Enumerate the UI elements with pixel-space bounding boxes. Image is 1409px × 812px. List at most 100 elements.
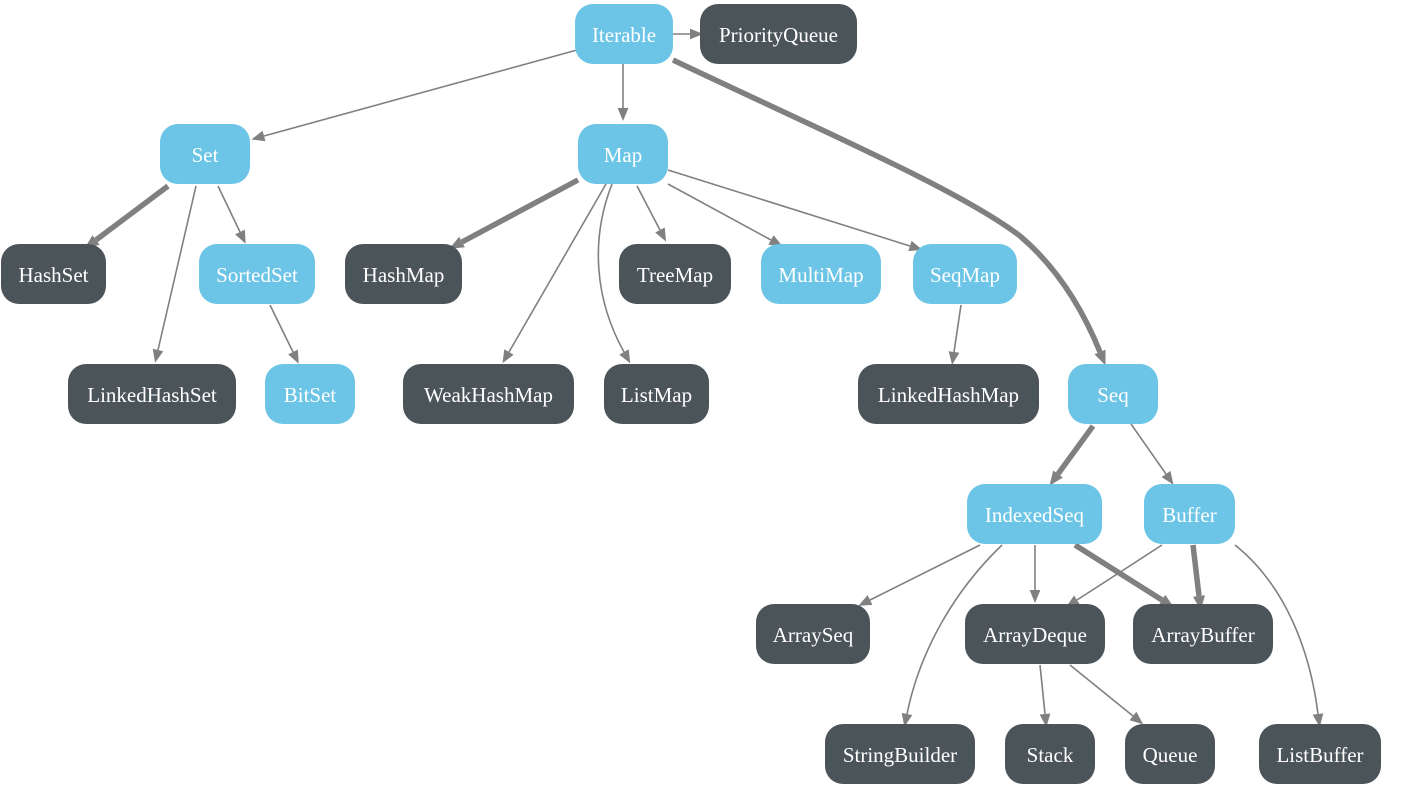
node-box bbox=[1068, 364, 1158, 424]
arrowhead bbox=[235, 229, 246, 244]
node-listmap: ListMap bbox=[604, 364, 709, 424]
node-box bbox=[199, 244, 315, 304]
node-queue: Queue bbox=[1125, 724, 1215, 784]
node-stringbuilder: StringBuilder bbox=[825, 724, 975, 784]
node-box bbox=[68, 364, 236, 424]
node-box bbox=[265, 364, 355, 424]
arrowhead bbox=[1029, 590, 1041, 604]
edge-line bbox=[671, 57, 1103, 354]
node-iterable: Iterable bbox=[575, 4, 673, 64]
node-label: WeakHashMap bbox=[424, 383, 553, 407]
node-box bbox=[1259, 724, 1381, 784]
arrowhead bbox=[1039, 713, 1051, 727]
node-box bbox=[604, 364, 709, 424]
node-arrayseq: ArraySeq bbox=[756, 604, 870, 664]
edge-set-to-hashset bbox=[84, 183, 170, 249]
node-label: Queue bbox=[1143, 743, 1198, 767]
edge-arraydeque-to-stack bbox=[1039, 664, 1051, 727]
arrowhead bbox=[288, 349, 299, 364]
node-label: ArrayBuffer bbox=[1151, 623, 1254, 647]
edge-line bbox=[869, 544, 981, 601]
edge-arraydeque-to-queue bbox=[1069, 664, 1144, 725]
edge-set-to-linkedhashset bbox=[152, 185, 197, 363]
node-box bbox=[575, 4, 673, 64]
node-linkedhashmap: LinkedHashMap bbox=[858, 364, 1039, 424]
edge-line bbox=[1055, 424, 1096, 476]
arrowhead bbox=[502, 349, 514, 364]
node-label: Iterable bbox=[592, 23, 656, 47]
node-box bbox=[1144, 484, 1235, 544]
arrowhead bbox=[449, 236, 465, 249]
edge-line bbox=[953, 304, 962, 353]
arrowhead bbox=[1129, 711, 1144, 725]
arrowhead bbox=[901, 712, 913, 727]
edge-line bbox=[1076, 544, 1163, 601]
node-label: PriorityQueue bbox=[719, 23, 838, 47]
node-label: Map bbox=[604, 143, 643, 167]
node-label: IndexedSeq bbox=[985, 503, 1085, 527]
edge-iterable-to-seq bbox=[671, 57, 1106, 366]
node-box bbox=[1133, 604, 1273, 664]
edge-line bbox=[263, 49, 578, 137]
edge-map-to-seqmap bbox=[667, 169, 923, 252]
node-weakhashmap: WeakHashMap bbox=[403, 364, 574, 424]
node-label: SeqMap bbox=[930, 263, 1000, 287]
node-priorityqueue: PriorityQueue bbox=[700, 4, 857, 64]
edge-sortedset-to-bitset bbox=[269, 304, 299, 364]
edge-seq-to-indexedseq bbox=[1049, 424, 1096, 486]
node-multimap: MultiMap bbox=[761, 244, 881, 304]
node-label: Stack bbox=[1027, 743, 1074, 767]
edge-line bbox=[1039, 664, 1046, 715]
node-seqmap: SeqMap bbox=[913, 244, 1017, 304]
edges-layer bbox=[84, 28, 1324, 727]
node-buffer: Buffer bbox=[1144, 484, 1235, 544]
arrowhead bbox=[1094, 349, 1106, 366]
node-box bbox=[619, 244, 731, 304]
edge-line bbox=[1130, 423, 1167, 475]
edge-seq-to-buffer bbox=[1130, 423, 1174, 485]
arrowhead bbox=[690, 28, 704, 40]
node-treemap: TreeMap bbox=[619, 244, 731, 304]
arrowhead bbox=[617, 108, 629, 122]
node-label: Seq bbox=[1097, 383, 1129, 407]
node-box bbox=[858, 364, 1039, 424]
node-box bbox=[761, 244, 881, 304]
node-label: StringBuilder bbox=[843, 743, 957, 767]
arrowhead bbox=[655, 227, 667, 242]
edge-buffer-to-arraydeque bbox=[1066, 544, 1163, 608]
arrowhead bbox=[858, 595, 873, 606]
node-label: LinkedHashSet bbox=[87, 383, 217, 407]
node-label: Set bbox=[192, 143, 219, 167]
node-bitset: BitSet bbox=[265, 364, 355, 424]
node-indexedseq: IndexedSeq bbox=[967, 484, 1102, 544]
arrowhead bbox=[768, 235, 783, 247]
edge-line bbox=[667, 169, 911, 247]
node-label: Buffer bbox=[1162, 503, 1216, 527]
node-label: ListBuffer bbox=[1276, 743, 1363, 767]
node-stack: Stack bbox=[1005, 724, 1095, 784]
node-box bbox=[578, 124, 668, 184]
arrowhead bbox=[908, 240, 923, 252]
edge-line bbox=[906, 544, 1003, 715]
edge-line bbox=[1069, 664, 1134, 717]
node-label: MultiMap bbox=[778, 263, 863, 287]
edge-line bbox=[636, 185, 661, 231]
edge-seqmap-to-linkedhashmap bbox=[948, 304, 962, 365]
edge-line bbox=[667, 183, 772, 241]
edge-indexedseq-to-stringbuilder bbox=[901, 544, 1003, 727]
node-box bbox=[1005, 724, 1095, 784]
edge-map-to-hashmap bbox=[449, 177, 580, 249]
edge-indexedseq-to-arrayseq bbox=[858, 544, 981, 606]
node-label: LinkedHashMap bbox=[878, 383, 1019, 407]
arrowhead bbox=[251, 130, 266, 142]
node-label: ListMap bbox=[621, 383, 692, 407]
node-map: Map bbox=[578, 124, 668, 184]
edge-map-to-multimap bbox=[667, 183, 783, 247]
edge-line bbox=[217, 185, 241, 233]
edge-set-to-sortedset bbox=[217, 185, 246, 244]
node-seq: Seq bbox=[1068, 364, 1158, 424]
edge-map-to-weakhashmap bbox=[502, 183, 607, 364]
edge-line bbox=[597, 183, 625, 353]
edge-line bbox=[508, 183, 607, 353]
